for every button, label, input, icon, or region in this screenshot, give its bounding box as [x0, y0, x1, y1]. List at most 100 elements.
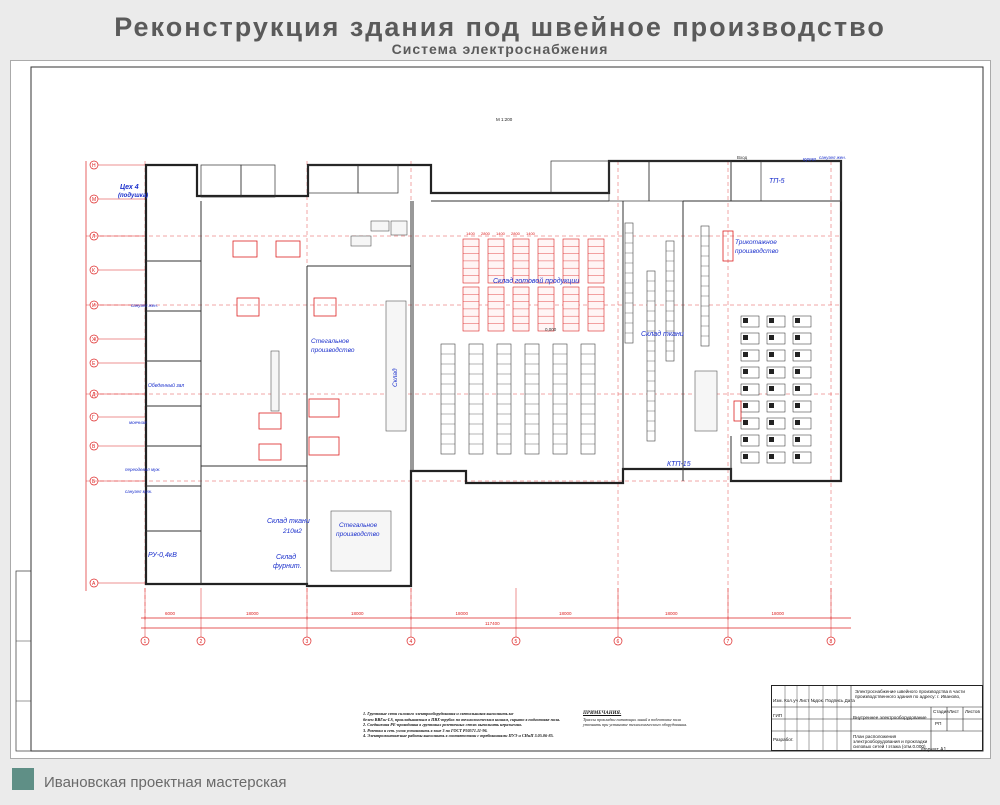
note-line: белем ВВГнг-LS, прокладываемым в ПВХ-тру… — [363, 716, 561, 722]
label-sklad-furn2: фурнит. — [273, 563, 302, 570]
machine — [792, 434, 812, 447]
rack-dim-label: 2800 — [511, 231, 521, 236]
label-area: 210м2 — [282, 528, 302, 535]
tb-project: Электроснабжение швейного производства в… — [855, 689, 965, 699]
dim-label: 18000 — [246, 611, 259, 616]
machine-mark — [743, 335, 748, 340]
machine-mark — [769, 318, 774, 323]
side-stamp — [15, 570, 32, 752]
machine-mark — [743, 352, 748, 357]
label-steg1: Стегальное — [311, 338, 350, 345]
label-ceh4b: (подушка) — [118, 193, 148, 199]
machine-mark — [743, 420, 748, 425]
machine-mark — [795, 318, 800, 323]
equipment-red — [232, 230, 742, 461]
machine-mark — [769, 369, 774, 374]
label-sanuzel-left: санузел жен. — [131, 303, 158, 308]
rack-gray — [496, 343, 512, 455]
label-obedenny: Обеденный зал — [148, 382, 184, 389]
label-triko2: производство — [735, 247, 779, 255]
row-axis-label: М — [92, 197, 96, 203]
label-steg2: Стегальное — [339, 522, 378, 529]
machine — [792, 400, 812, 413]
tb-gip: ГИП — [773, 713, 783, 718]
label-sanuzel-muzh: санузел муж. — [125, 489, 152, 494]
row-axis-label: А — [92, 581, 96, 587]
label-sklad-tkani1: Склад ткани — [641, 330, 684, 338]
dim-label: 18000 — [772, 611, 785, 616]
row-axis-label: Д — [92, 392, 96, 398]
machine — [740, 434, 760, 447]
label-moechnaya: моечная — [129, 420, 147, 425]
label-elev: 0,000 — [545, 327, 557, 332]
label-steg2b: производство — [336, 530, 380, 538]
row-axis-label: В — [92, 444, 96, 450]
tb-razrab: Разработ. — [773, 737, 794, 742]
tb-section: Внутреннее электрооборудование — [853, 715, 927, 720]
machine-mark — [743, 437, 748, 442]
rack-dim-label: 1400 — [466, 231, 476, 236]
label-triko: Трикотажное — [735, 239, 777, 246]
label-sanuzel-top: санузел жен. — [819, 155, 846, 160]
tb-cols: Изм. Кол.уч Лист №док. Подпись Дата — [773, 698, 855, 703]
label-ru: РУ-0,4кВ — [148, 552, 177, 559]
machine — [740, 349, 760, 362]
label-steg1b: производство — [311, 346, 355, 354]
col-axis-label: 6 — [617, 639, 620, 645]
machine-mark — [769, 454, 774, 459]
label-sklad-tkani2: Склад ткани — [267, 517, 310, 525]
machine-mark — [795, 369, 800, 374]
label-tp5: ТП-5 — [769, 178, 785, 185]
dim-label: 6000 — [165, 611, 176, 616]
machine — [740, 383, 760, 396]
fabric-racks — [624, 222, 710, 442]
machine-mark — [769, 352, 774, 357]
machine — [792, 315, 812, 328]
dim-label: 18000 — [559, 611, 572, 616]
tb-stage-h: Стадия — [933, 709, 949, 714]
machine-mark — [769, 420, 774, 425]
partitions — [146, 161, 841, 586]
row-axis-label: Ж — [92, 337, 97, 343]
machine — [740, 366, 760, 379]
notes-right: ПРИМЕЧАНИЯ. Трассы прокладки питающих ли… — [583, 711, 793, 728]
machine-mark — [795, 403, 800, 408]
machine-mark — [769, 335, 774, 340]
dim-label: 18000 — [665, 611, 678, 616]
col-axis-label: 8 — [830, 639, 833, 645]
machine-mark — [769, 403, 774, 408]
rack-dim-label: 1400 — [496, 231, 506, 236]
machine-mark — [769, 386, 774, 391]
notes-left: 1. Групповые сети силового электрооборуд… — [363, 711, 563, 739]
machine — [792, 383, 812, 396]
machine-mark — [795, 454, 800, 459]
machine — [792, 417, 812, 430]
machine-mark — [743, 386, 748, 391]
title-block — [771, 685, 983, 751]
brand-name: Ивановская проектная мастерская — [44, 774, 287, 791]
col-axis-label: 2 — [200, 639, 203, 645]
label-sklad-furn: Склад — [276, 553, 296, 561]
label-pereodevalka: переодевал муж. — [125, 467, 161, 472]
row-axis-label: К — [92, 268, 95, 274]
machine — [766, 451, 786, 464]
walls — [144, 159, 843, 588]
machine — [766, 349, 786, 362]
tb-stage: РП — [935, 721, 942, 726]
machine — [792, 349, 812, 362]
rack-dim-label: 1400 — [526, 231, 536, 236]
machine — [766, 383, 786, 396]
machine — [766, 400, 786, 413]
note-line: 2. Соединения РЕ-проводника в групповых … — [363, 722, 523, 728]
tb-sheets-h: Листов — [965, 709, 980, 714]
row-axis-label: Е — [92, 361, 96, 367]
rack-gray — [440, 343, 456, 455]
rack-gray — [524, 343, 540, 455]
machine-rows — [740, 315, 812, 464]
machine — [792, 451, 812, 464]
machine-mark — [743, 454, 748, 459]
